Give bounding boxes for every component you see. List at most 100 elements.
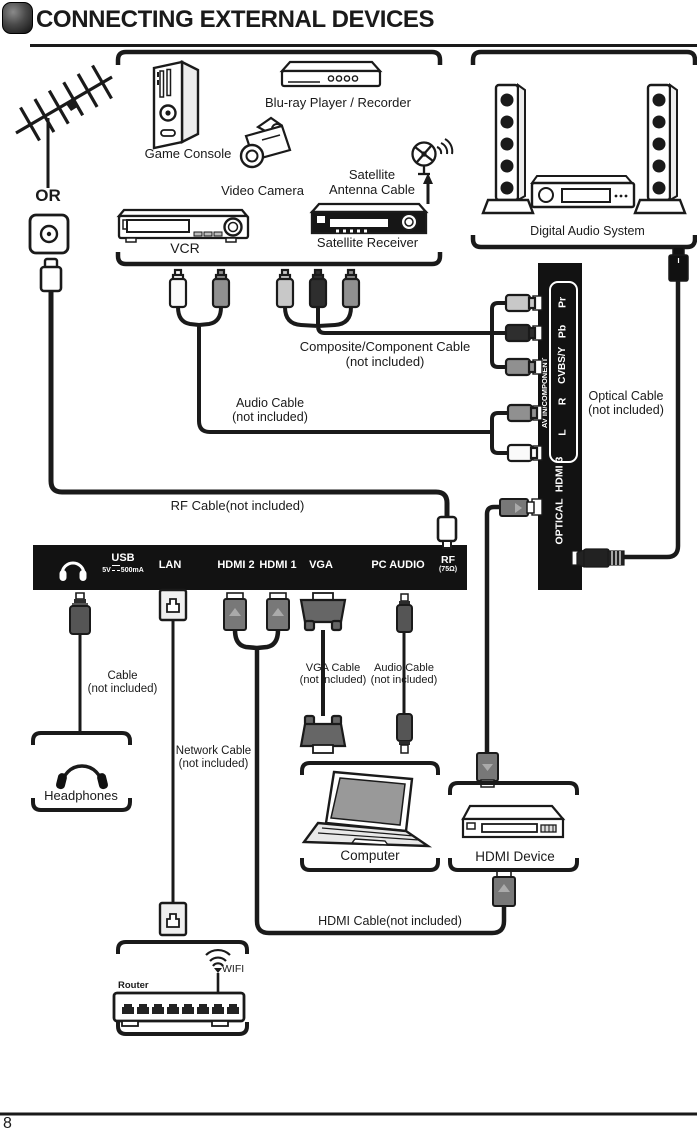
hdmi-device-bracket-top: [448, 781, 579, 795]
label-audio-cable-pc-note: (not included): [370, 674, 438, 687]
laptop-illustration: [301, 770, 433, 848]
bluray-illustration: [279, 60, 383, 88]
page-number: 8: [3, 1115, 12, 1132]
usb-voltage: 5V: [102, 566, 111, 574]
label-headphone-cable: Cable (not included): [80, 670, 165, 696]
label-satellite-receiver: Satellite Receiver: [316, 235, 419, 250]
lan-plug-bottom: [158, 901, 188, 937]
headphones-icon: [56, 764, 108, 790]
computer-bracket-top: [300, 761, 440, 775]
label-audio-cable-pc: Audio Cable (not included): [364, 662, 444, 687]
audio-cable: [176, 306, 492, 434]
rf-plug-wall: [39, 257, 63, 293]
label-video-camera: Video Camera: [221, 183, 304, 198]
video-camera-illustration: [239, 116, 292, 169]
label-network-cable-name: Network Cable: [175, 745, 252, 757]
label-satellite-cable: Satellite Antenna Cable: [322, 167, 422, 197]
port-label-pcaudio: PC AUDIO: [371, 559, 425, 571]
label-hdmi-cable: HDMI Cable(not included): [318, 914, 462, 928]
optical-plug-top: [668, 246, 689, 282]
label-network-cable-note: (not included): [178, 757, 249, 770]
label-computer: Computer: [340, 848, 400, 863]
audio-system-bracket-top: [470, 49, 697, 65]
page-title: CONNECTING EXTERNAL DEVICES: [36, 6, 435, 33]
section-bullet-icon: [2, 2, 33, 34]
satellite-receiver-illustration: [309, 202, 429, 235]
devices-bracket-top: [115, 49, 443, 65]
satellite-cable-arrow: [423, 173, 433, 204]
label-headphones: Headphones: [44, 788, 118, 803]
port-label-usb-block: USB 5V 500mA: [93, 552, 153, 574]
tv-antenna-icon: [15, 64, 113, 188]
vga-plug-bottom: [299, 714, 347, 754]
rf-plug-panel: [436, 515, 458, 549]
hdmi3-cable: [484, 504, 501, 753]
label-bluray: Blu-ray Player / Recorder: [265, 95, 411, 110]
headphone-plug: [69, 592, 91, 635]
label-headphone-cable-note: (not included): [87, 682, 158, 695]
hdmi-device-illustration: [461, 804, 566, 839]
optical-plug-panel: [571, 548, 625, 568]
label-audio-cable-pc-name: Audio Cable: [374, 662, 434, 674]
router-bracket-bottom: [116, 1022, 249, 1036]
pc-audio-plug-top: [396, 593, 413, 633]
io-panel: USB 5V 500mA LAN HDMI 2 HDMI 1 VGA PC AUD…: [33, 545, 467, 590]
label-audio-cable-av: Audio Cable (not included): [225, 396, 315, 424]
label-composite-cable-name: Composite/Component Cable: [299, 339, 471, 354]
audio-panel-split: [490, 411, 510, 455]
av-group-outline: [549, 281, 578, 463]
hdmi2-plug: [223, 592, 247, 631]
port-label-rf: RF: [441, 554, 455, 566]
router-illustration: [112, 991, 246, 1027]
label-audio-cable-av-name: Audio Cable: [235, 396, 305, 410]
router-bracket-top: [116, 940, 249, 954]
av-input-panel: AV IN/COMPONENT Pr Pb CVBS/Y R L HDMI 3 …: [538, 263, 582, 590]
composite-cable: [283, 306, 492, 335]
hdmi3-plug: [499, 498, 535, 517]
rf-cable: [48, 291, 450, 519]
audio-system-bracket-bottom: [470, 235, 697, 250]
hdmi-device-bracket-bottom: [448, 858, 579, 872]
headphones-bracket-top: [31, 731, 132, 745]
usb-current: 500mA: [120, 566, 144, 574]
label-composite-cable-note: (not included): [345, 353, 425, 369]
wifi-icon: [205, 948, 231, 973]
optical-cable: [624, 281, 681, 560]
label-optical-cable-name: Optical Cable: [588, 389, 664, 403]
hdmi1-plug: [266, 592, 290, 631]
port-label-hdmi1: HDMI 1: [259, 559, 297, 571]
composite-panel-plugs: [504, 293, 537, 377]
title-underline: [30, 44, 697, 47]
composite-cable-plugs: [275, 268, 361, 309]
port-label-usb: USB: [111, 552, 135, 564]
label-wifi: WIFI: [222, 963, 245, 975]
label-digital-audio-system: Digital Audio System: [530, 224, 645, 238]
hdmi-plug-into-device-bottom: [492, 870, 516, 907]
headphones-bracket-bottom: [31, 798, 132, 812]
label-router: Router: [118, 980, 149, 991]
label-or: OR: [35, 186, 61, 205]
vcr-illustration: [116, 208, 250, 243]
port-label-lan: LAN: [158, 559, 182, 571]
computer-bracket-bottom: [300, 858, 440, 872]
wall-socket-icon: [28, 213, 70, 255]
audio-panel-plugs: [506, 403, 539, 463]
label-vga-cable-name: VGA Cable: [305, 662, 361, 674]
port-label-vga: VGA: [309, 559, 333, 571]
label-audio-cable-av-note: (not included): [232, 410, 308, 425]
label-network-cable: Network Cable (not included): [166, 745, 261, 771]
label-rf-cable: RF Cable(not included): [170, 498, 305, 513]
game-console-illustration: [152, 60, 200, 150]
label-satellite-cable-line2: Antenna Cable: [328, 181, 415, 197]
label-headphone-cable-name: Cable: [107, 670, 138, 682]
devices-bracket-bottom: [115, 252, 443, 267]
label-composite-cable: Composite/Component Cable (not included): [280, 339, 490, 369]
hdmi-cable: [232, 629, 507, 936]
vga-plug-top: [299, 592, 347, 632]
lan-plug-top: [158, 588, 188, 622]
port-label-hdmi2: HDMI 2: [217, 559, 255, 571]
label-vga-cable-note: (not included): [299, 674, 367, 687]
port-label-rf-ohm: (75Ω): [438, 566, 458, 574]
label-game-console: Game Console: [144, 146, 232, 161]
